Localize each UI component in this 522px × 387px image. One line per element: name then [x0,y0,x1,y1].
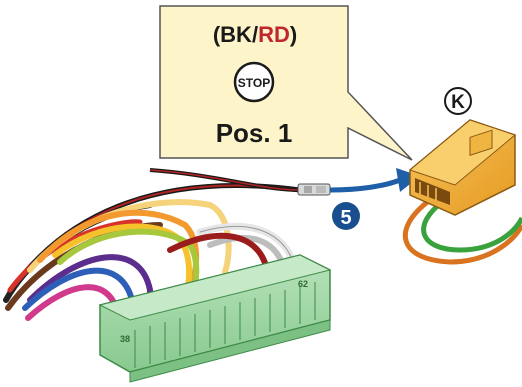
connector-label-badge: K [444,87,472,115]
insertion-arrow [329,168,420,193]
wire-color-secondary: RD [258,22,290,47]
wire-color-primary: BK [220,22,252,47]
connector-k [402,119,522,265]
stop-icon: STOP [233,61,275,103]
bk-rd-wire-stripe [149,169,301,191]
step-badge: 5 [332,202,360,230]
bk-rd-wire-assembly [149,168,331,196]
wire-blue [22,267,135,328]
wire-color-paren-close: ) [290,22,297,47]
wire-purple [27,254,153,321]
position-label: Pos. 1 [216,118,293,148]
wire-color-separator: / [252,22,258,47]
step-number: 5 [340,207,351,229]
crimp-terminal [297,183,331,196]
wire-green-light [57,228,200,303]
stop-label: STOP [238,76,270,90]
terminal-block: 62 38 [98,254,332,383]
connector-label: K [451,92,465,113]
pin-label-bottom: 38 [120,334,130,344]
connector-wire-green [421,197,522,253]
callout-box: (BK/RD) STOP Pos. 1 [159,5,413,161]
connector-wire-orange [402,198,522,265]
pin-label-top: 62 [298,279,308,289]
wire-color-paren-open: ( [213,22,221,47]
wire-red [7,219,143,293]
wire-color-code: (BK/RD) [213,22,297,47]
terminal-teeth [134,282,316,368]
